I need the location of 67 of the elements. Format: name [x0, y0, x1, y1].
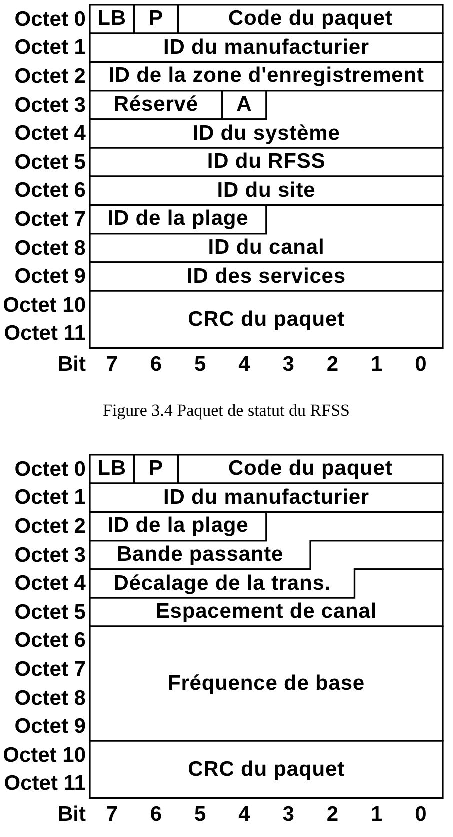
octet-label: Octet 5: [14, 152, 86, 173]
field-label: Code du paquet: [178, 455, 443, 484]
bit-number: 0: [415, 354, 427, 376]
bit-number: 1: [370, 354, 383, 376]
field-label: ID du système: [90, 119, 443, 148]
field-label: Bande passante: [90, 540, 311, 570]
field-label: Décalage de la trans.: [90, 569, 355, 598]
bit-number: 1: [370, 804, 383, 826]
octet-label: Octet 3: [14, 544, 86, 566]
octet-label: Octet 11: [4, 773, 86, 794]
field-label: Code du paquet: [178, 5, 443, 34]
field-label: ID du manufacturier: [90, 34, 443, 62]
field-label: Réservé: [90, 90, 222, 120]
field-label: CRC du paquet: [90, 291, 443, 348]
field-label: ID de la plage: [90, 205, 266, 234]
bit-number: 0: [415, 804, 427, 826]
octet-label: Octet 8: [14, 238, 86, 259]
bit-number: 7: [106, 354, 118, 376]
field-label: Fréquence de base: [90, 626, 443, 741]
field-label: P: [134, 5, 178, 34]
bit-number: 4: [238, 354, 250, 376]
field-label: ID du manufacturier: [90, 484, 443, 512]
bit-number: 2: [326, 804, 339, 826]
bit-axis-label: Bit: [58, 804, 86, 826]
octet-label: Octet 4: [14, 123, 86, 144]
octet-label: Octet 11: [4, 323, 86, 344]
octet-label: Octet 0: [14, 8, 86, 30]
octet-label: Octet 7: [14, 209, 86, 230]
bit-number: 3: [282, 804, 294, 826]
octet-label: Octet 5: [14, 602, 86, 623]
bit-number: 7: [106, 804, 118, 826]
octet-label: Octet 6: [14, 630, 86, 652]
bit-number: 6: [150, 354, 162, 376]
octet-label: Octet 9: [14, 266, 86, 288]
bit-number: 5: [194, 804, 206, 826]
figure-caption: Figure 3.4 Paquet de statut du RFSS: [103, 401, 350, 420]
field-label: CRC du paquet: [90, 741, 443, 798]
octet-label: Octet 1: [14, 37, 86, 58]
octet-label: Octet 6: [14, 180, 86, 202]
octet-label: Octet 10: [3, 294, 86, 316]
octet-label: Octet 10: [3, 744, 86, 766]
bit-number: 4: [238, 804, 250, 826]
octet-label: Octet 2: [14, 516, 86, 537]
octet-label: Octet 7: [14, 659, 86, 680]
octet-label: Octet 1: [14, 487, 86, 508]
octet-label: Octet 3: [14, 94, 86, 116]
field-label: ID du site: [90, 176, 443, 206]
octet-label: Octet 2: [14, 66, 86, 87]
field-label: ID du canal: [90, 234, 443, 262]
field-label: LB: [90, 5, 134, 34]
octet-label: Octet 8: [14, 688, 86, 709]
bit-number: 3: [282, 354, 294, 376]
field-label: ID de la plage: [90, 512, 266, 541]
bit-number: 2: [326, 354, 339, 376]
field-label: A: [222, 90, 266, 120]
octet-label: Octet 4: [14, 573, 86, 594]
field-label: ID du RFSS: [90, 148, 443, 177]
bit-axis-label: Bit: [58, 354, 86, 376]
field-label: ID de la zone d'enregistrement: [90, 62, 443, 91]
octet-label: Octet 9: [14, 716, 86, 738]
field-label: LB: [90, 455, 134, 484]
field-label: ID des services: [90, 262, 443, 291]
bit-number: 6: [150, 804, 162, 826]
octet-label: Octet 0: [14, 458, 86, 480]
bit-number: 5: [194, 354, 206, 376]
field-label: P: [134, 455, 178, 484]
field-label: Espacement de canal: [90, 598, 443, 627]
